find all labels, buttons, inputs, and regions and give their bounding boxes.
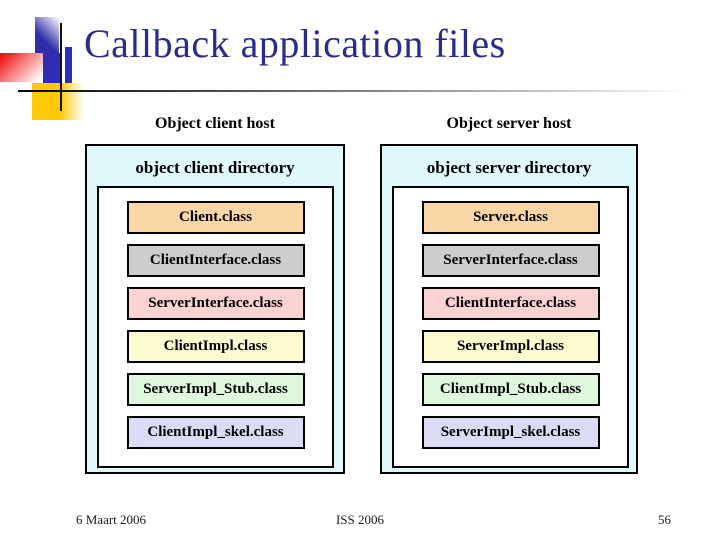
file-box-clientimpl-stub-class: ClientImpl_Stub.class [421, 373, 600, 406]
file-box-serverinterface-class: ServerInterface.class [421, 244, 600, 277]
slide-title: Callback application files [84, 21, 506, 66]
file-box-clientimpl-skel-class: ClientImpl_skel.class [126, 416, 305, 449]
decoration-blue-block [43, 53, 60, 84]
decoration-yellow-fade [60, 83, 84, 120]
decoration-red-block [0, 53, 44, 82]
client-host-header: Object client host [155, 115, 275, 132]
decoration-vertical-line [60, 23, 62, 111]
decoration-blue-stripe [65, 47, 72, 85]
server-directory-box: Server.class ServerInterface.class Clien… [392, 186, 629, 468]
server-host-header: Object server host [446, 115, 572, 132]
decoration-blue-gradient-block [35, 17, 59, 57]
server-directory-label: object server directory [426, 158, 592, 177]
footer-page-number: 56 [658, 512, 671, 527]
footer-date: 6 Maart 2006 [76, 512, 147, 527]
file-box-serverimpl-class: ServerImpl.class [421, 330, 600, 363]
title-underline-rule [18, 90, 706, 92]
file-box-clientimpl-class: ClientImpl.class [126, 330, 305, 363]
file-box-clientinterface-class: ClientInterface.class [126, 244, 305, 277]
file-box-server-class: Server.class [421, 201, 600, 234]
client-host-box: object client directory Client.class Cli… [85, 144, 345, 474]
file-box-serverimpl-stub-class: ServerImpl_Stub.class [126, 373, 305, 406]
file-box-clientinterface-class: ClientInterface.class [421, 287, 600, 320]
server-host-box: object server directory Server.class Ser… [380, 144, 638, 474]
client-directory-box: Client.class ClientInterface.class Serve… [97, 186, 334, 468]
client-directory-label: object client directory [135, 158, 295, 177]
file-box-client-class: Client.class [126, 201, 305, 234]
footer-course-name: ISS 2006 [335, 512, 385, 527]
decoration-yellow-block [32, 83, 60, 120]
file-box-serverimpl-skel-class: ServerImpl_skel.class [421, 416, 600, 449]
file-box-serverinterface-class: ServerInterface.class [126, 287, 305, 320]
